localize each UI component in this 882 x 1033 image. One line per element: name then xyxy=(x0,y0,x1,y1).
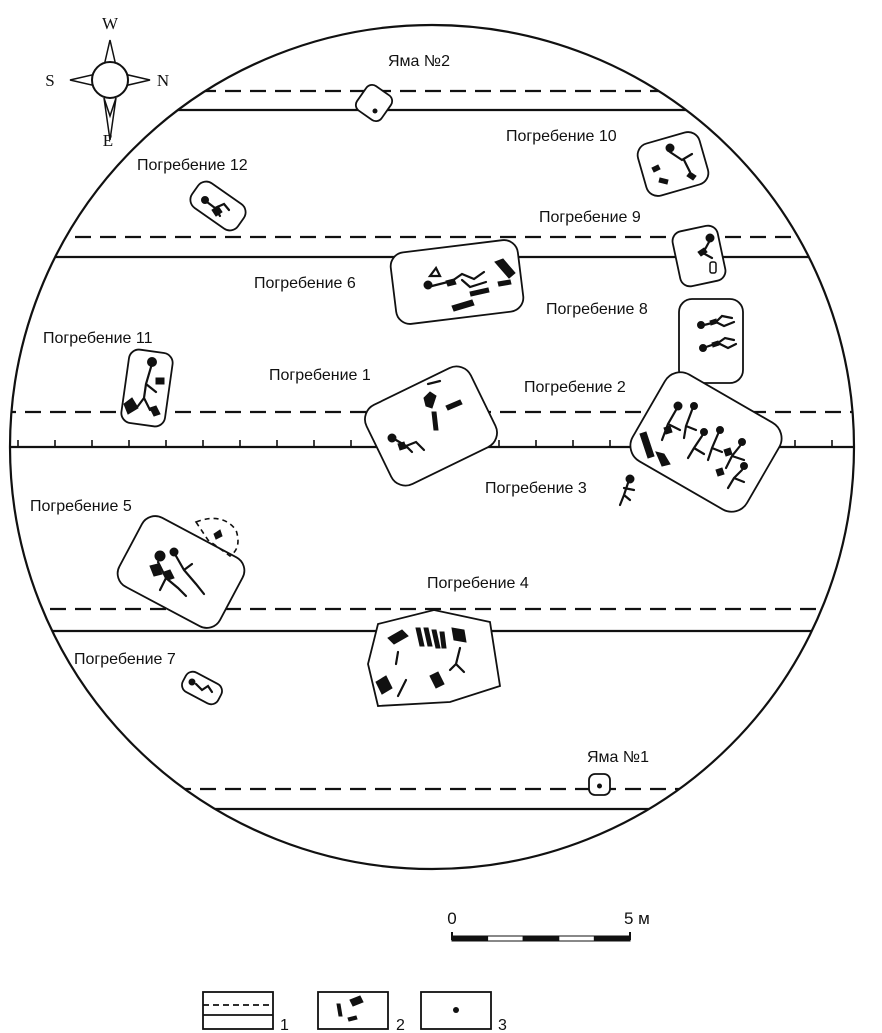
scale-start-label: 0 xyxy=(447,909,456,928)
burial-8-label: Погребение 8 xyxy=(546,301,648,318)
burial-8 xyxy=(678,298,744,384)
legend-number-1: 1 xyxy=(280,1017,289,1033)
scale-segment xyxy=(487,935,524,942)
burial-7-label: Погребение 7 xyxy=(74,651,176,668)
burial-11 xyxy=(120,348,174,428)
scale-segment xyxy=(593,935,631,942)
burial-6-label: Погребение 6 xyxy=(254,275,356,292)
pit-1 xyxy=(588,773,611,796)
pit-2 xyxy=(354,83,394,123)
burial-10 xyxy=(636,131,710,197)
burial-12-label: Погребение 12 xyxy=(137,157,248,174)
scale-segment xyxy=(558,935,595,942)
compass-rose-icon: W S N E xyxy=(45,14,169,150)
pit-dot-icon xyxy=(420,991,492,1030)
legend: 1 2 3 xyxy=(202,991,507,1033)
burial-2-label: Погребение 2 xyxy=(524,379,626,396)
burial-5-label: Погребение 5 xyxy=(30,498,132,515)
compass-north-label: N xyxy=(157,71,169,90)
scale-end-label: 5 м xyxy=(624,909,650,928)
burial-3 xyxy=(618,474,636,507)
burial-7 xyxy=(181,670,223,706)
burial-4 xyxy=(367,609,502,707)
legend-number-3: 3 xyxy=(498,1017,507,1033)
burial-10-label: Погребение 10 xyxy=(506,128,617,145)
burial-6 xyxy=(389,239,525,325)
scale-segment xyxy=(451,935,489,942)
burial-2 xyxy=(629,371,783,513)
scale-bar: 0 5 м xyxy=(447,909,650,942)
burial-1-label: Погребение 1 xyxy=(269,367,371,384)
compass-south-label: S xyxy=(45,71,54,90)
burial-9-label: Погребение 9 xyxy=(539,209,641,226)
compass-west-label: W xyxy=(102,14,119,33)
scale-segment xyxy=(522,935,560,942)
burial-5 xyxy=(116,515,246,629)
legend-number-2: 2 xyxy=(396,1017,405,1033)
burial-12 xyxy=(189,180,247,232)
burial-pit-icon xyxy=(317,991,389,1030)
pit-1-label: Яма №1 xyxy=(587,749,649,766)
pit-2-label: Яма №2 xyxy=(388,53,450,70)
trench-lines-icon xyxy=(202,991,274,1030)
burial-3-label: Погребение 3 xyxy=(485,480,587,497)
burial-11-label: Погребение 11 xyxy=(43,330,153,347)
burial-1 xyxy=(364,365,498,487)
compass-east-label: E xyxy=(103,131,113,150)
burial-4-label: Погребение 4 xyxy=(427,575,529,592)
burial-9 xyxy=(671,224,727,288)
